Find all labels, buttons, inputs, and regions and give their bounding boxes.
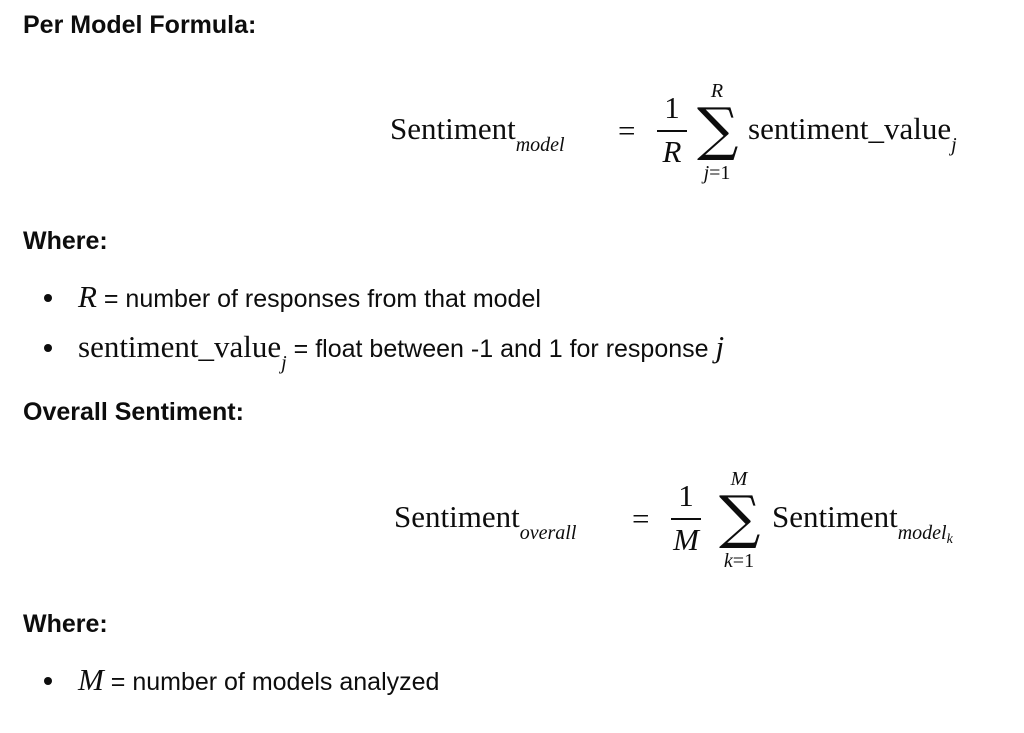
formula-overall-lhs: Sentimentoverall [394, 499, 577, 544]
where-heading-1: Where: [23, 227, 108, 255]
bullet-trailing-variable: j [715, 329, 725, 364]
formula-overall-frac-line [671, 518, 701, 520]
summation-icon: ∑ [697, 95, 739, 163]
bullet-variable: R [78, 279, 97, 314]
formula-overall-frac-numerator: 1 [678, 478, 694, 513]
formula-overall-sum-lower: k=1 [723, 550, 755, 572]
formula-model-frac-line [657, 130, 687, 132]
formula-model-sum-lower: j=1 [703, 162, 731, 184]
bullet-variable-subscript: j [281, 352, 287, 374]
bullet-text: = float between -1 and 1 for response [286, 335, 716, 363]
where-heading-2: Where: [23, 610, 108, 638]
formula-overall-sum-upper: M [730, 468, 748, 490]
formula-overall-equals: = [632, 501, 650, 536]
bullet-icon [44, 294, 52, 302]
bullet-text: = number of models analyzed [103, 668, 440, 696]
formula-overall-frac-denominator: M [673, 522, 699, 557]
formula-model-sum-upper: R [710, 80, 724, 102]
formula-model-lhs: Sentimentmodel [390, 111, 565, 156]
formula-overall-term: Sentimentmodelk [772, 499, 953, 547]
formula-model-term: sentiment_valuej [748, 111, 957, 156]
formula-model-equals: = [618, 113, 636, 148]
overall-sentiment-heading: Overall Sentiment: [23, 398, 244, 426]
bullet-icon [44, 677, 52, 685]
bullet-text: = number of responses from that model [96, 285, 541, 313]
formula-model-frac-denominator: R [662, 134, 682, 169]
bullet-variable: sentiment_value [78, 329, 282, 364]
per-model-formula: Sentimentmodel = 1 R R ∑ j=1 sentiment_v… [390, 78, 1010, 188]
formula-model-frac-numerator: 1 [664, 90, 680, 125]
per-model-formula-heading: Per Model Formula: [23, 11, 257, 39]
overall-sentiment-formula: Sentimentoverall = 1 M M ∑ k=1 Sentiment… [394, 466, 1014, 576]
bullet-icon [44, 344, 52, 352]
summation-icon: ∑ [719, 483, 761, 551]
bullet-variable: M [78, 662, 104, 697]
